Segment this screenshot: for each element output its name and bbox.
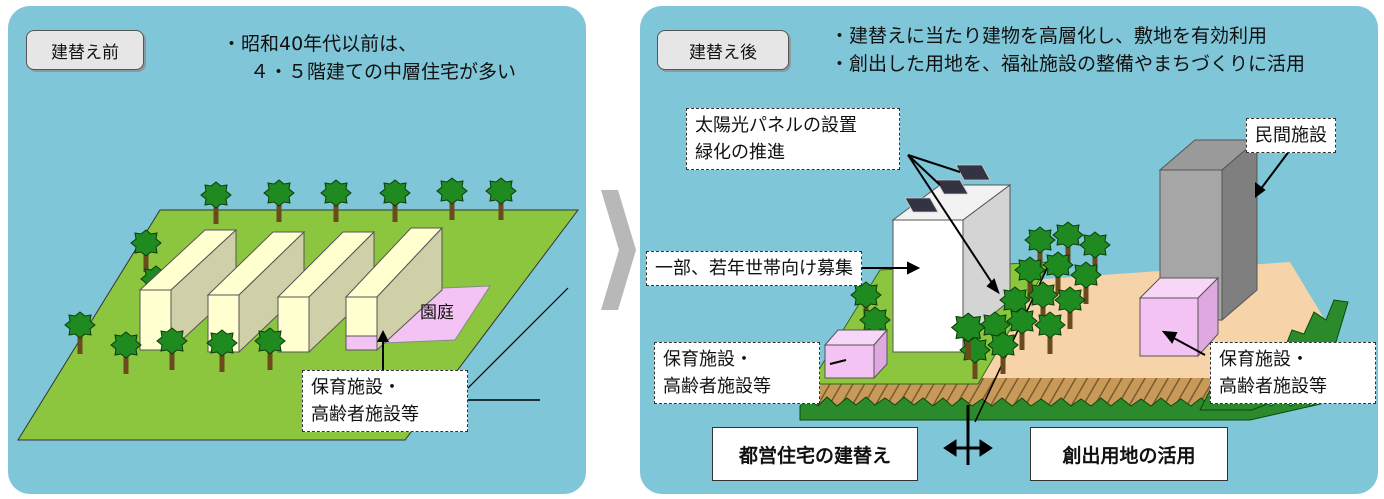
garden-label: 園庭: [420, 303, 454, 323]
double-arrow: [943, 405, 993, 465]
callout-line: 保育施設・: [1219, 349, 1309, 370]
callout-line: 保育施設・: [663, 349, 753, 370]
highrise-housing: [891, 184, 1012, 353]
transition-arrow: [601, 190, 636, 310]
after-bullets: ・建替えに当たり建物を高層化し、敷地を有効利用 ・創出した用地を、福祉施設の整備…: [830, 22, 1305, 78]
before-bullet-1: ・昭和40年代以前は、: [222, 33, 418, 55]
callout-line: 高齢者施設等: [1219, 376, 1327, 397]
midrise-building: [276, 230, 376, 354]
youth-recruitment-callout: 一部、若年世帯向け募集: [646, 251, 862, 286]
after-facility-left-callout: 保育施設・ 高齢者施設等: [654, 342, 820, 404]
callout-line: 高齢者施設等: [311, 404, 419, 425]
after-tag: 建替え後: [657, 30, 789, 70]
welfare-facility-right: [1138, 276, 1220, 358]
after-facility-right-callout: 保育施設・ 高齢者施設等: [1210, 342, 1376, 404]
before-tag: 建替え前: [26, 30, 144, 70]
rebuild-label: 都営住宅の建替え: [712, 427, 918, 481]
callout-line: 太陽光パネルの設置: [695, 115, 857, 136]
after-bullet-2: ・創出した用地を、福祉施設の整備やまちづくりに活用: [830, 53, 1306, 75]
land-use-label: 創出用地の活用: [1030, 427, 1228, 481]
after-bullet-1: ・建替えに当たり建物を高層化し、敷地を有効利用: [830, 25, 1268, 47]
callout-line: 緑化の推進: [695, 142, 785, 163]
callout-line: 高齢者施設等: [663, 376, 771, 397]
before-facility-callout: 保育施設・ 高齢者施設等: [302, 370, 468, 432]
before-bullets: ・昭和40年代以前は、 ４・５階建ての中層住宅が多い: [222, 30, 516, 86]
before-bullet-2: ４・５階建ての中層住宅が多い: [250, 61, 517, 83]
private-facility-callout: 民間施設: [1246, 118, 1336, 153]
midrise-building-with-facility: [344, 226, 444, 352]
solar-panels: [904, 164, 991, 213]
callout-line: 保育施設・: [311, 377, 401, 398]
solar-greening-callout: 太陽光パネルの設置 緑化の推進: [686, 108, 900, 170]
welfare-facility-left: [823, 328, 889, 380]
